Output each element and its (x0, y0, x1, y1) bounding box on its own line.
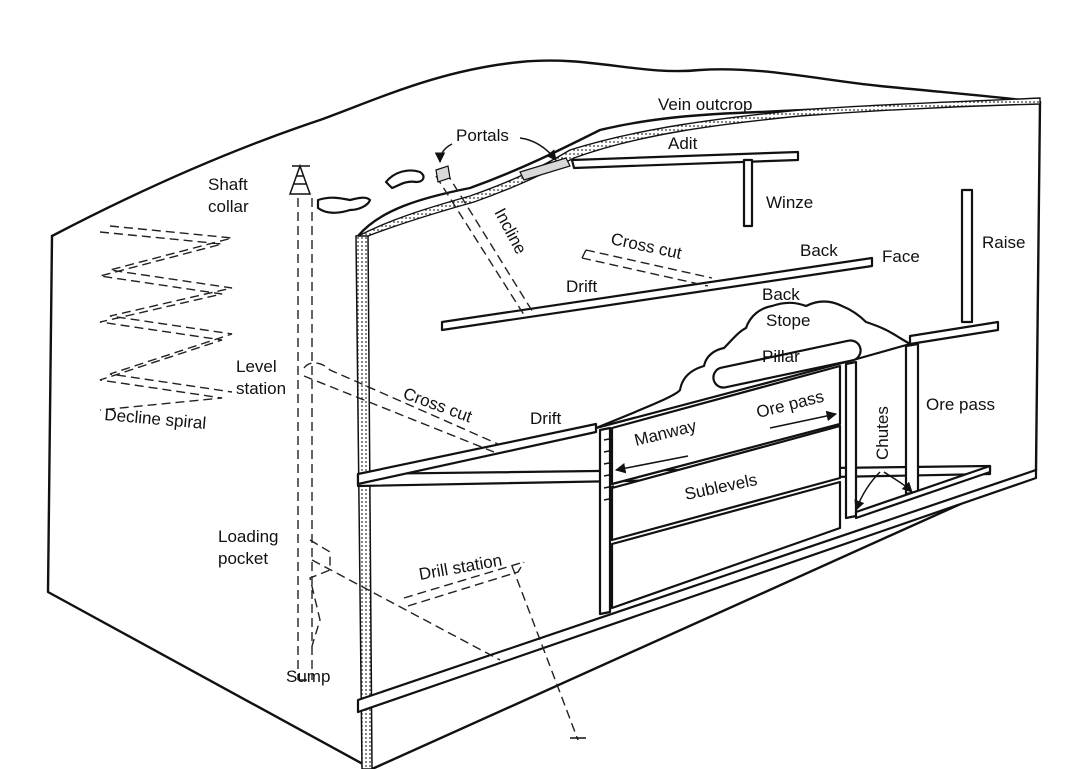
chutes-arrow-left (854, 471, 881, 511)
manway-arrow (614, 455, 689, 474)
label-drill-station: Drill station (417, 551, 503, 584)
label-raise: Raise (982, 233, 1025, 252)
adit-tunnel (570, 150, 800, 170)
label-stope: Stope (766, 311, 810, 330)
manway-shaft (598, 426, 612, 616)
portals-arrow (519, 137, 557, 161)
label-vein-outcrop: Vein outcrop (658, 95, 753, 114)
block-right-edge (1034, 100, 1042, 472)
label-incline: Incline (490, 205, 530, 257)
label-portals: Portals (456, 126, 509, 145)
chutes-arrow-right (883, 471, 913, 493)
shaft-collar-icon (288, 163, 312, 195)
ore-pass-arrow (769, 410, 838, 429)
chute-lower-drift (854, 464, 992, 520)
raise-connector (908, 320, 1000, 346)
upper-crosscut-dashed (581, 249, 713, 287)
manway-ladder (603, 437, 615, 501)
drill-station-dashed (403, 561, 579, 741)
decline-spiral-dashed (99, 225, 233, 411)
label-cross-cut-lower: Cross cut (401, 384, 475, 427)
lower-level-band (356, 468, 1038, 714)
label-winze: Winze (766, 193, 813, 212)
portal-right (435, 165, 451, 183)
upper-drift (440, 256, 874, 332)
loading-pocket-dashed (309, 539, 501, 661)
shaft-dashed (297, 198, 313, 681)
label-back-upper: Back (800, 241, 838, 260)
portal-middle (384, 169, 425, 190)
label-sump: Sump (286, 667, 330, 686)
level-station-crosscut (303, 362, 499, 453)
ore-pass-shaft (904, 342, 920, 496)
label-shaft: Shaft (208, 175, 248, 194)
raise-shaft (960, 188, 974, 324)
vein-front-band (355, 233, 373, 769)
label-station: station (236, 379, 286, 398)
label-chutes: Chutes (873, 406, 892, 460)
label-drift-upper: Drift (566, 277, 597, 296)
sublevel-2 (610, 424, 842, 542)
label-pocket: pocket (218, 549, 268, 568)
label-level: Level (236, 357, 277, 376)
block-left-face (46, 234, 374, 769)
block-bottom-edge (370, 468, 1038, 769)
chute-shaft (844, 360, 858, 520)
winze-shaft (742, 158, 754, 228)
label-face: Face (882, 247, 920, 266)
label-ore-pass-right: Ore pass (926, 395, 995, 414)
label-adit: Adit (668, 134, 698, 153)
vein-outcrop-hatch (519, 157, 571, 181)
label-pillar: Pillar (762, 347, 800, 366)
label-back-stope: Back (762, 285, 800, 304)
ground-surface (50, 59, 1042, 238)
label-loading: Loading (218, 527, 279, 546)
label-collar: collar (208, 197, 249, 216)
pillar-shape (712, 339, 862, 389)
sublevel-3 (610, 480, 842, 610)
incline-dashed (435, 171, 535, 319)
portal-left (316, 196, 372, 214)
lower-drift (356, 422, 598, 486)
portals-arrow-left (434, 143, 453, 164)
label-decline-spiral: Decline spiral (104, 405, 207, 433)
sublevel-1 (610, 364, 842, 486)
label-drift-lower: Drift (530, 409, 561, 428)
